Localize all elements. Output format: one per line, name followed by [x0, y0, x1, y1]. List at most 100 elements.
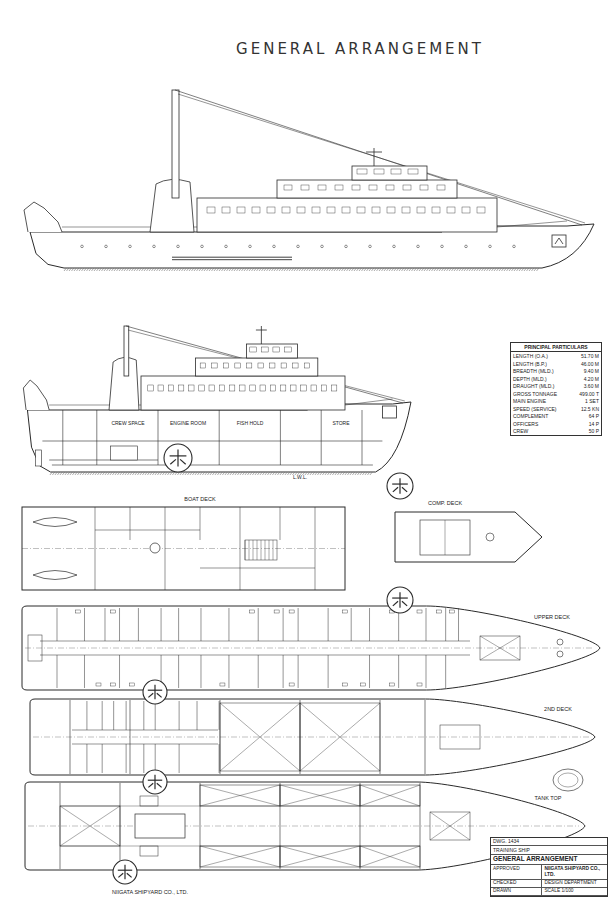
keel-hatch — [432, 269, 434, 272]
keel-hatch — [394, 269, 396, 272]
keel-hatch — [180, 473, 182, 476]
keel-hatch — [230, 473, 232, 476]
propeller-shaft — [49, 460, 158, 461]
keel-hatch — [449, 269, 451, 272]
table-cell: COMPLEMENT — [511, 413, 577, 421]
emblem-stroke — [402, 487, 407, 492]
window — [331, 385, 336, 391]
bow-emblem — [555, 238, 559, 244]
window — [168, 385, 173, 391]
partition — [102, 701, 103, 730]
partition — [283, 655, 284, 688]
partition — [200, 507, 201, 540]
tank-cross — [360, 785, 420, 806]
keel-hatch — [489, 269, 491, 272]
keel-hatch — [92, 269, 94, 272]
keel-hatch — [374, 269, 376, 272]
partition — [130, 507, 131, 540]
keel-hatch — [160, 473, 162, 476]
keel-hatch — [299, 269, 301, 272]
keel-hatch — [92, 473, 94, 476]
auxiliary-engine — [140, 846, 158, 856]
windlass — [557, 651, 563, 657]
partition — [155, 701, 156, 730]
keel-hatch — [132, 473, 134, 476]
keel-hatch — [274, 269, 276, 272]
keel-hatch — [362, 269, 364, 272]
tank-cross — [280, 785, 360, 806]
keel-hatch — [402, 269, 404, 272]
compass — [486, 533, 494, 541]
emblem-stroke — [399, 592, 400, 608]
keel-hatch — [254, 269, 256, 272]
keel-hatch — [187, 473, 189, 476]
porthole — [441, 245, 444, 248]
fitting — [75, 610, 80, 613]
keel-hatch — [207, 473, 209, 476]
window — [357, 207, 365, 213]
hull-stripe — [172, 259, 292, 260]
emblem-stroke — [118, 873, 123, 877]
keel-hatch — [209, 269, 211, 272]
store-room — [440, 725, 480, 749]
keel-hatch — [114, 269, 116, 272]
partition — [95, 530, 200, 531]
keel-hatch — [275, 473, 277, 476]
lifeboat — [33, 518, 77, 527]
keel-hatch — [115, 473, 117, 476]
keel-hatch — [87, 269, 89, 272]
window — [321, 385, 326, 391]
window — [357, 169, 367, 174]
keel-hatch — [237, 473, 239, 476]
partition — [219, 744, 220, 773]
tank-cross — [220, 703, 300, 771]
keel-hatch — [117, 269, 119, 272]
stair-tread — [257, 540, 258, 560]
keel-hatch — [347, 473, 349, 476]
emblem-stroke — [399, 478, 400, 494]
keel-hatch — [79, 269, 81, 272]
partition — [165, 507, 166, 590]
window — [270, 385, 275, 391]
keel-hatch — [147, 473, 149, 476]
keel-hatch — [369, 269, 371, 272]
partition — [119, 608, 120, 641]
partition — [351, 608, 352, 641]
sign-field: CHECKED — [491, 880, 541, 888]
window — [386, 185, 394, 190]
keel-hatch — [312, 269, 314, 272]
window — [369, 185, 377, 190]
keel-hatch — [334, 269, 336, 272]
emblem-stroke — [393, 487, 398, 492]
window — [209, 385, 214, 391]
keel-hatch — [289, 269, 291, 272]
table-cell: LENGTH (O.A.) — [511, 353, 577, 361]
window — [207, 207, 215, 213]
window — [327, 207, 335, 213]
keel-hatch — [95, 473, 97, 476]
porthole — [417, 245, 420, 248]
table-cell: LENGTH (B.P.) — [511, 360, 577, 368]
keel-hatch — [192, 473, 194, 476]
keel-hatch — [447, 269, 449, 272]
window — [291, 385, 296, 391]
keel-hatch — [502, 269, 504, 272]
porthole — [177, 245, 180, 248]
sign-field: APPROVED — [491, 865, 541, 879]
partition — [328, 608, 329, 641]
keel-hatch — [172, 269, 174, 272]
keel-hatch — [167, 269, 169, 272]
deck-house — [195, 358, 317, 376]
keel-hatch — [154, 269, 156, 272]
keel-hatch — [232, 269, 234, 272]
keel-hatch — [419, 269, 421, 272]
keel-hatch — [212, 269, 214, 272]
bow-emblem — [552, 235, 566, 247]
keel-hatch — [105, 473, 107, 476]
emblem-stroke — [157, 693, 162, 697]
keel-hatch — [342, 473, 344, 476]
keel-hatch — [280, 473, 282, 476]
window — [293, 363, 298, 368]
keel-hatch — [87, 473, 89, 476]
keel-hatch — [90, 473, 92, 476]
